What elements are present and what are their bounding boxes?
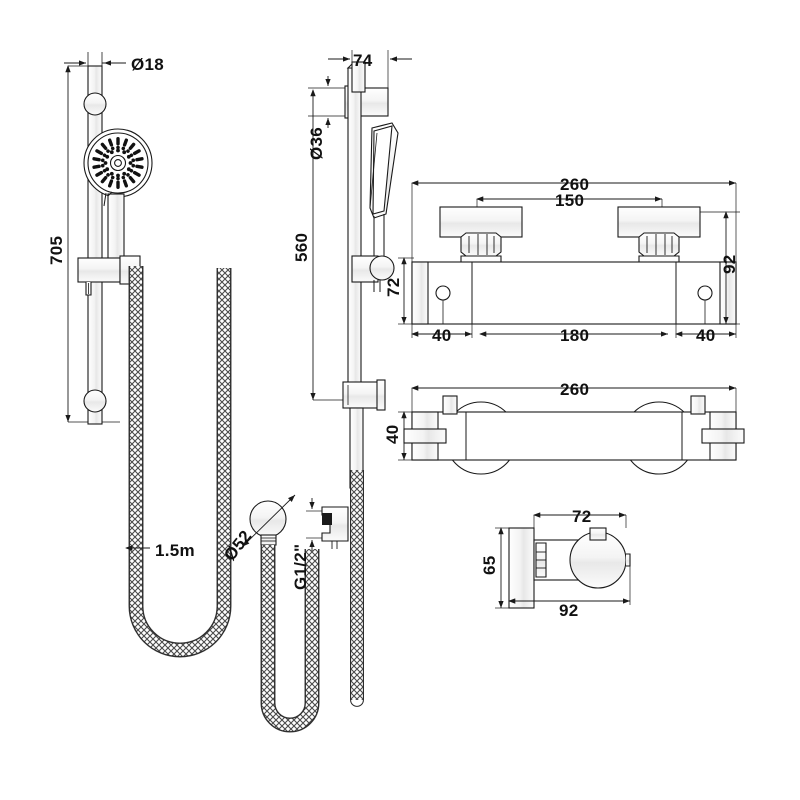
- dim-label-260-front: 260: [560, 175, 589, 194]
- shower-hose-second: [260, 545, 320, 733]
- dim-label-g12: G1/2": [291, 544, 310, 590]
- dim-label-40-depth: 40: [383, 424, 402, 444]
- mounting-hole-right: [697, 285, 713, 301]
- dim-label-92-front: 92: [720, 254, 739, 274]
- mounting-hole-left: [435, 285, 451, 301]
- valve-nut-right: [638, 232, 680, 257]
- dim-label-705: 705: [47, 236, 66, 265]
- view-valve-front: [398, 180, 740, 338]
- dim-label-d18: Ø18: [131, 55, 164, 74]
- valve-nut-left: [460, 232, 502, 257]
- shower-head-front: [83, 128, 153, 269]
- valve-handle-right: [617, 206, 701, 238]
- dim-label-40-left: 40: [432, 326, 452, 345]
- dim-label-560: 560: [292, 233, 311, 262]
- dim-label-40-right: 40: [696, 326, 716, 345]
- valve-wall-plate: [508, 527, 535, 609]
- valve-body-front: [411, 261, 737, 325]
- dim-label-65: 65: [480, 555, 499, 575]
- handset-connector: [242, 494, 296, 547]
- valve-body-top: [411, 411, 737, 461]
- dim-label-1500: 1.5m: [155, 541, 195, 560]
- view-valve-top: [398, 385, 745, 475]
- handset-side: [369, 122, 399, 262]
- hose-elbow-connector: [306, 498, 349, 551]
- valve-nut-side: [535, 542, 547, 578]
- dim-label-150: 150: [555, 191, 584, 210]
- shower-hose-front: [128, 266, 232, 658]
- view-rail-front: [64, 52, 349, 733]
- shower-hose-side: [350, 470, 364, 707]
- dim-label-260-top: 260: [560, 380, 589, 399]
- dim-label-180: 180: [560, 326, 589, 345]
- dim-label-74: 74: [353, 51, 373, 70]
- dim-label-92-side: 92: [559, 601, 579, 620]
- valve-handle-left: [439, 206, 523, 238]
- view-valve-side: [495, 512, 631, 609]
- dim-label-72-side: 72: [572, 507, 592, 526]
- dim-label-72-front: 72: [384, 277, 403, 297]
- dim-label-d36: Ø36: [307, 127, 326, 160]
- wall-bracket-bottom: [342, 379, 386, 411]
- handset-holder-side: [351, 255, 395, 292]
- view-rail-side: [308, 50, 412, 707]
